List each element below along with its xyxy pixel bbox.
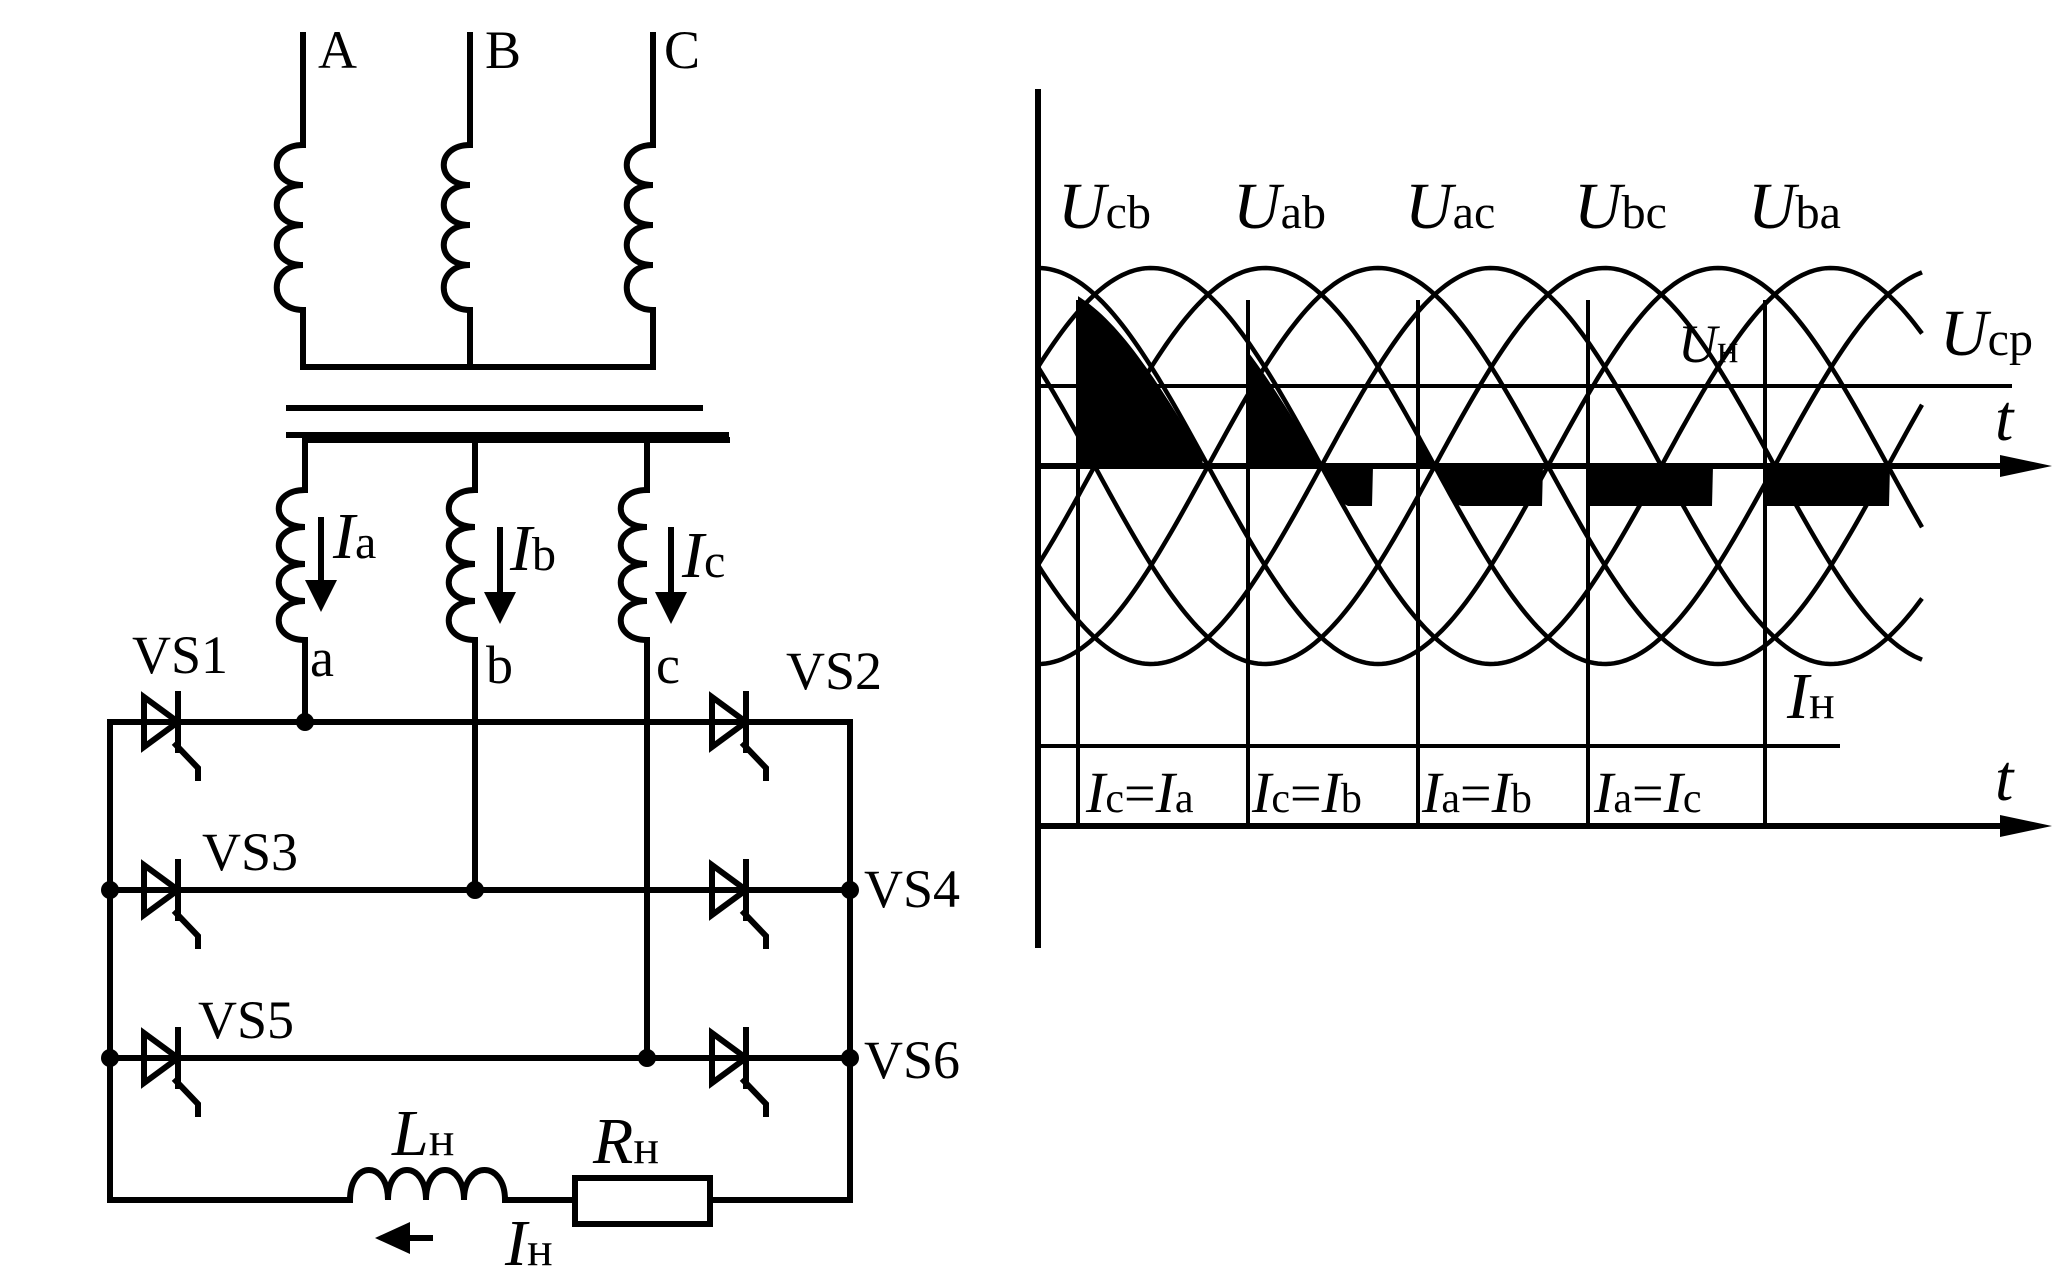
voltage-label-ubc: Ubc: [1574, 170, 1667, 243]
current-label-ic: Ic: [681, 519, 725, 592]
voltage-label-uac: Uac: [1405, 170, 1495, 243]
secondary-label-a: a: [310, 628, 334, 688]
phase-current-arrows: [305, 517, 687, 624]
voltage-label-ucb: Ucb: [1058, 170, 1151, 243]
voltage-curve-5: [1036, 265, 1924, 667]
thyristor-vs3: [141, 859, 201, 949]
thyristor-label-vs5: VS5: [198, 990, 294, 1050]
resistor-label: Rн: [592, 1105, 659, 1178]
thyristor-label-vs4: VS4: [864, 859, 960, 919]
current-time-axis-arrow: [2000, 815, 2052, 837]
average-voltage-label: Uср: [1940, 297, 2033, 370]
current-label-ia: Ia: [332, 500, 376, 573]
thyristor-vs5: [141, 1027, 201, 1117]
interval-label-1: Ic=Ia: [1085, 760, 1194, 825]
secondary-label-b: b: [486, 635, 513, 695]
junction-dots: [101, 713, 859, 1067]
bridge-wiring: [107, 719, 853, 1203]
phase-label-b: B: [485, 20, 521, 80]
current-time-label: t: [1995, 742, 2015, 815]
load-current-graph-label: Iн: [1786, 660, 1835, 733]
shaded-region-5: [1765, 466, 1890, 506]
inductor-label: Lн: [391, 1097, 454, 1170]
secondary-windings: [275, 437, 730, 1061]
load-voltage-label: Uн: [1678, 314, 1738, 374]
waveform-graph: Ucb Uab Uac Ubc Uba Uср Uн t Iн t Ic=Ia …: [1035, 89, 2052, 948]
interval-label-2: Ic=Ib: [1251, 760, 1362, 825]
thyristor-label-vs6: VS6: [864, 1030, 960, 1090]
thyristor-vs6: [709, 1027, 769, 1117]
thyristor-label-vs3: VS3: [202, 822, 298, 882]
thyristor-vs4: [709, 859, 769, 949]
thyristor-label-vs2: VS2: [786, 641, 882, 701]
thyristor-vs1: [141, 691, 201, 781]
load-resistor: [572, 1175, 713, 1227]
load-current-arrow: [375, 1222, 433, 1254]
voltage-label-uab: Uab: [1233, 170, 1326, 243]
voltage-curve-2: [1036, 265, 1924, 667]
load-current-label: Iн: [504, 1207, 553, 1280]
interval-label-3: Ia=Ib: [1421, 760, 1532, 825]
phase-label-c: C: [664, 20, 700, 80]
thyristor-vs2: [709, 691, 769, 781]
phase-label-a: A: [318, 20, 357, 80]
voltage-label-uba: Uba: [1748, 170, 1841, 243]
interval-label-4: Ia=Ic: [1593, 760, 1702, 825]
transformer-core: [286, 405, 729, 438]
current-label-ib: Ib: [509, 512, 556, 585]
load-inductor: [346, 1167, 509, 1204]
three-phase-bridge-circuit: A B C a b c Ia Ib Ic: [101, 20, 960, 1280]
commutation-lines: [1076, 300, 1767, 826]
thyristor-label-vs1: VS1: [132, 625, 228, 685]
primary-windings: [273, 32, 657, 370]
voltage-time-axis-arrow: [2000, 455, 2052, 477]
voltage-time-label: t: [1995, 382, 2015, 455]
secondary-label-c: c: [656, 635, 680, 695]
